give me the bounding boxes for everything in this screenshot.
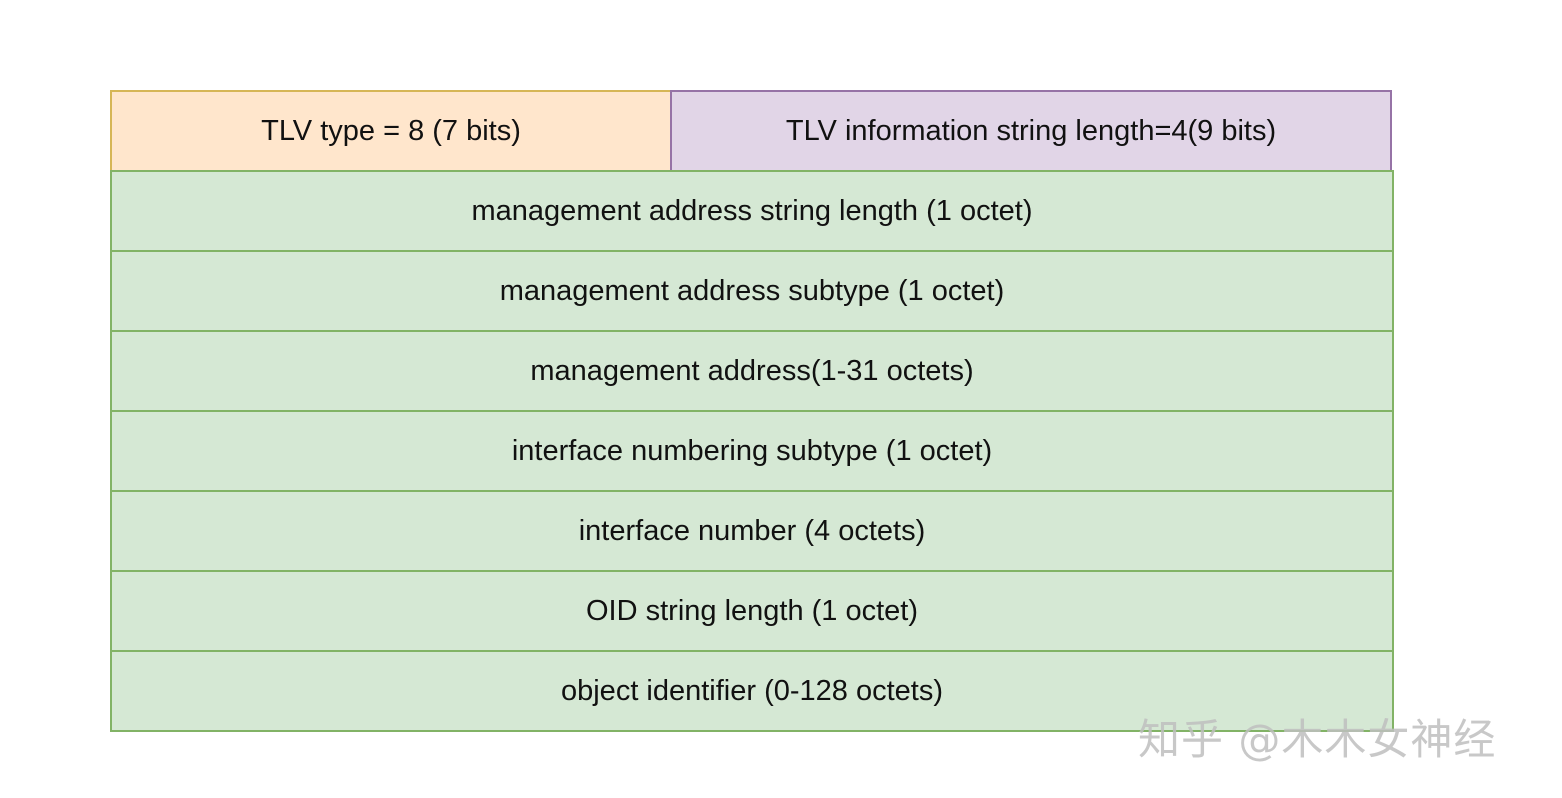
watermark-text: 知乎 @木木女神经 — [1138, 715, 1497, 764]
field-mgmt-addr-subtype: management address subtype (1 octet) — [110, 250, 1394, 332]
field-mgmt-addr: management address(1-31 octets) — [110, 330, 1394, 412]
field-label: OID string length (1 octet) — [585, 594, 919, 627]
field-label: interface number (4 octets) — [578, 514, 926, 547]
field-label: management address(1-31 octets) — [530, 354, 974, 387]
field-label: interface numbering subtype (1 octet) — [511, 434, 993, 467]
field-label: management address string length (1 octe… — [471, 194, 1033, 227]
tlv-type-field: TLV type = 8 (7 bits) — [110, 90, 672, 172]
field-object-identifier: object identifier (0-128 octets) — [110, 650, 1394, 732]
field-interface-numbering-subtype: interface numbering subtype (1 octet) — [110, 410, 1394, 492]
field-label: object identifier (0-128 octets) — [560, 674, 944, 707]
field-label: management address subtype (1 octet) — [499, 274, 1005, 307]
field-mgmt-addr-string-length: management address string length (1 octe… — [110, 170, 1394, 252]
tlv-info-length-label: TLV information string length=4(9 bits) — [785, 114, 1277, 147]
tlv-info-length-field: TLV information string length=4(9 bits) — [670, 90, 1392, 172]
field-oid-string-length: OID string length (1 octet) — [110, 570, 1394, 652]
tlv-type-label: TLV type = 8 (7 bits) — [261, 114, 521, 147]
field-interface-number: interface number (4 octets) — [110, 490, 1394, 572]
